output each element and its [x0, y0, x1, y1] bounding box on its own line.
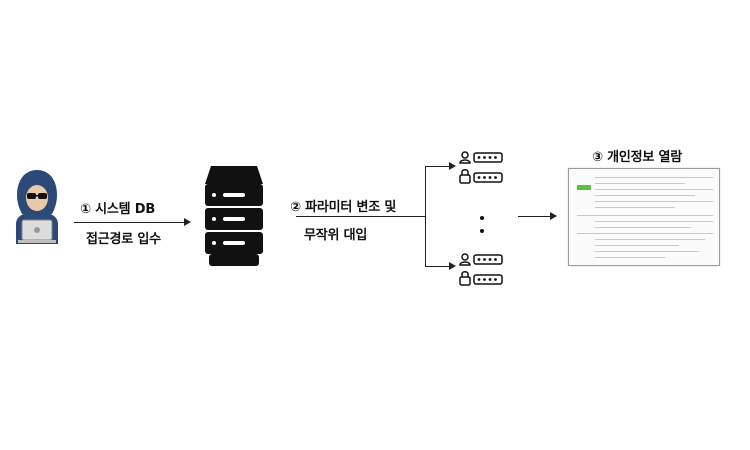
- branch-vertical: [425, 166, 426, 267]
- document-highlight: [577, 185, 591, 190]
- arrow-head-top: [449, 162, 456, 170]
- branch-bottom: [425, 266, 451, 267]
- arrow-server-to-branch: [296, 216, 426, 217]
- arrow-head-3: [550, 212, 557, 220]
- top-margin: [0, 0, 750, 84]
- credentials-top: [459, 151, 503, 184]
- credentials-bottom: [459, 253, 503, 286]
- document-screenshot: [568, 168, 720, 266]
- arrow-to-document: [518, 216, 552, 217]
- step1-subtitle: 접근경로 입수: [86, 232, 161, 247]
- step1-title: ① 시스템 DB: [80, 202, 156, 217]
- step2-subtitle: 무작위 대입: [304, 228, 368, 243]
- branch-top: [425, 166, 451, 167]
- step2-title: ② 파라미터 변조 및: [290, 200, 397, 215]
- arrow-head-1: [184, 218, 191, 226]
- hacker-icon: [16, 170, 58, 244]
- arrow-head-bottom: [449, 262, 456, 270]
- arrow-hacker-to-server: [74, 222, 186, 223]
- ellipsis-icon: [480, 216, 484, 233]
- step3-title: ③ 개인정보 열람: [592, 150, 683, 165]
- server-icon: [205, 166, 263, 266]
